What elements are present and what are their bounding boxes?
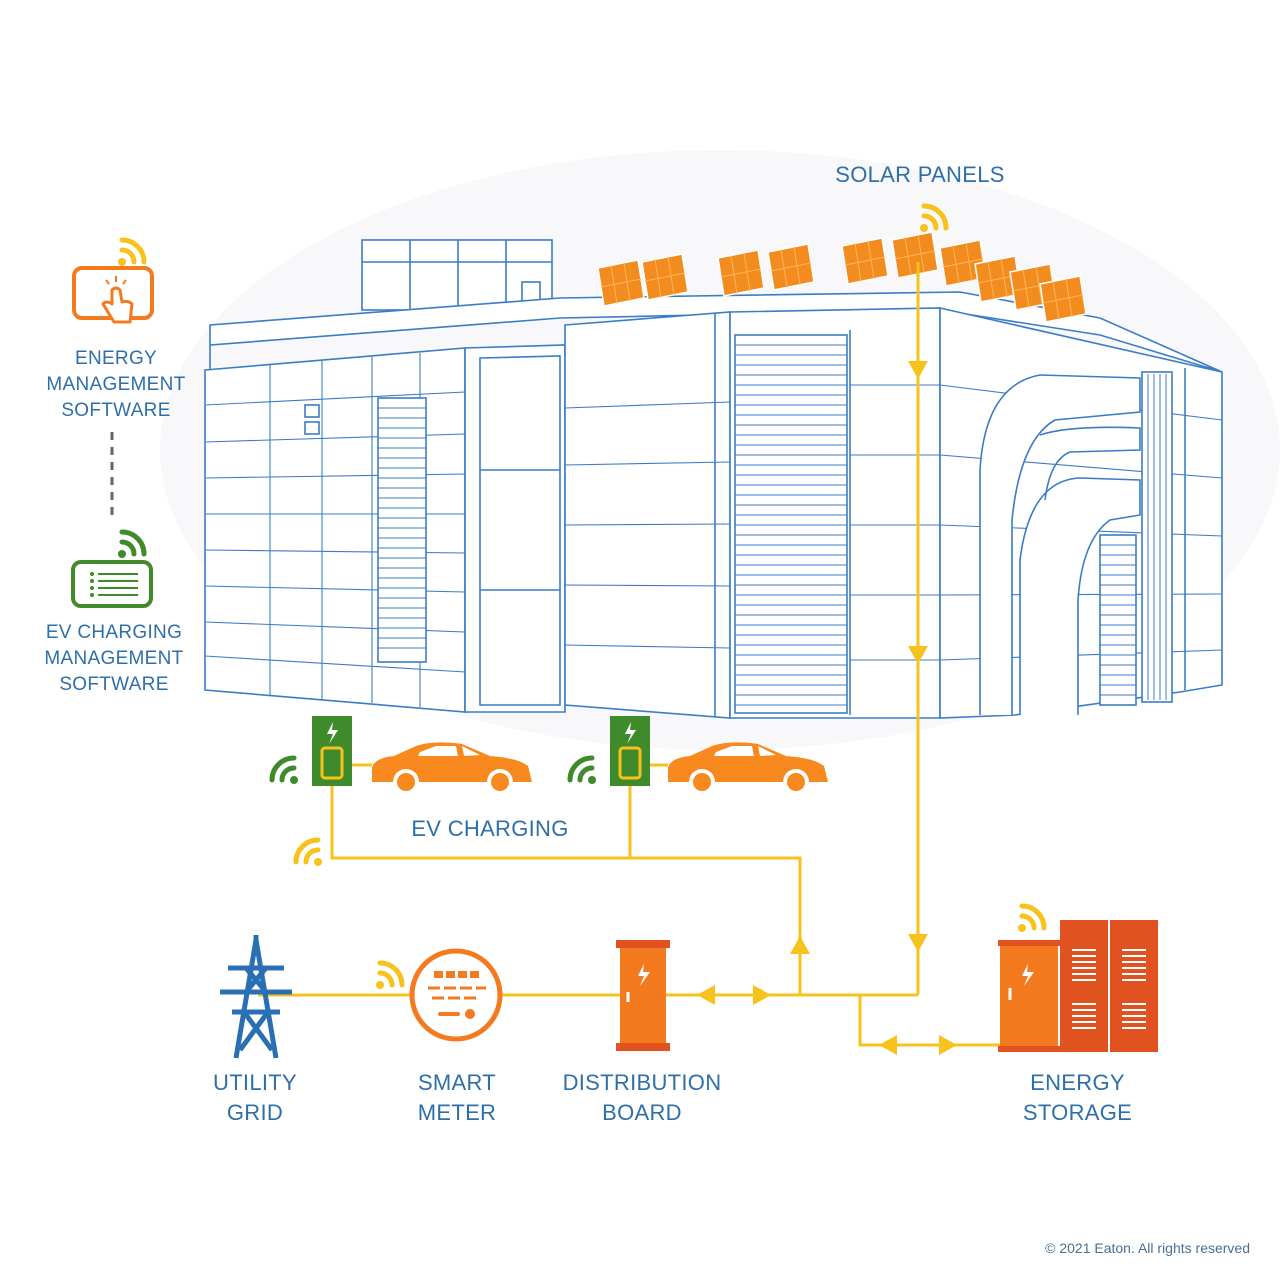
smart-meter-label: SMART METER: [382, 1068, 532, 1128]
touch-screen-icon: [72, 266, 154, 324]
label-line: BOARD: [602, 1100, 682, 1125]
power-flow-lines: [258, 262, 1000, 1047]
label-line: SMART: [417, 1070, 497, 1095]
distribution-board-label: DISTRIBUTION BOARD: [532, 1068, 752, 1128]
energy-storage-label: ENERGY STORAGE: [990, 1068, 1165, 1128]
label-line: GRID: [226, 1100, 284, 1125]
wifi-icon: [1018, 906, 1044, 932]
label-line: ENERGY: [74, 348, 158, 369]
label-line: DISTRIBUTION: [562, 1070, 722, 1095]
ev-charging-text: EV CHARGING: [411, 816, 569, 841]
solar-panels-text: SOLAR PANELS: [835, 162, 1005, 187]
power-tower-icon: [220, 935, 292, 1059]
building-outline: [204, 239, 1223, 719]
ev-charger-icon: [312, 716, 352, 786]
ev-charging-label: EV CHARGING: [380, 816, 600, 842]
energy-management-software-label: ENERGY MANAGEMENT SOFTWARE: [30, 346, 202, 424]
smart-meter-icon: [409, 948, 503, 1042]
label-line: STORAGE: [1022, 1100, 1133, 1125]
wifi-icon: [376, 963, 402, 989]
ev-charging-management-software-label: EV CHARGING MANAGEMENT SOFTWARE: [26, 620, 202, 698]
car-icon: [372, 742, 532, 795]
label-line: UTILITY: [213, 1070, 297, 1095]
distribution-board-icon: [616, 940, 670, 1051]
label-line: MANAGEMENT: [44, 648, 184, 669]
copyright-text: © 2021 Eaton. All rights reserved: [1045, 1240, 1250, 1256]
ev-software-icon: [71, 560, 153, 608]
wifi-icon: [570, 758, 596, 784]
solar-panels-label: SOLAR PANELS: [800, 162, 1040, 188]
label-line: EV CHARGING: [45, 622, 183, 643]
label-line: ENERGY: [1030, 1070, 1125, 1095]
car-icon: [668, 742, 828, 795]
wifi-icon: [118, 240, 144, 266]
wifi-icon: [296, 840, 322, 866]
label-line: MANAGEMENT: [46, 374, 186, 395]
utility-grid-label: UTILITY GRID: [180, 1068, 330, 1128]
wifi-icon: [272, 758, 298, 784]
label-line: SOFTWARE: [61, 400, 171, 421]
label-line: METER: [417, 1100, 497, 1125]
wifi-icon: [118, 532, 144, 558]
battery-storage-icon: [998, 920, 1158, 1052]
label-line: SOFTWARE: [59, 674, 169, 695]
ev-charger-icon: [610, 716, 650, 786]
